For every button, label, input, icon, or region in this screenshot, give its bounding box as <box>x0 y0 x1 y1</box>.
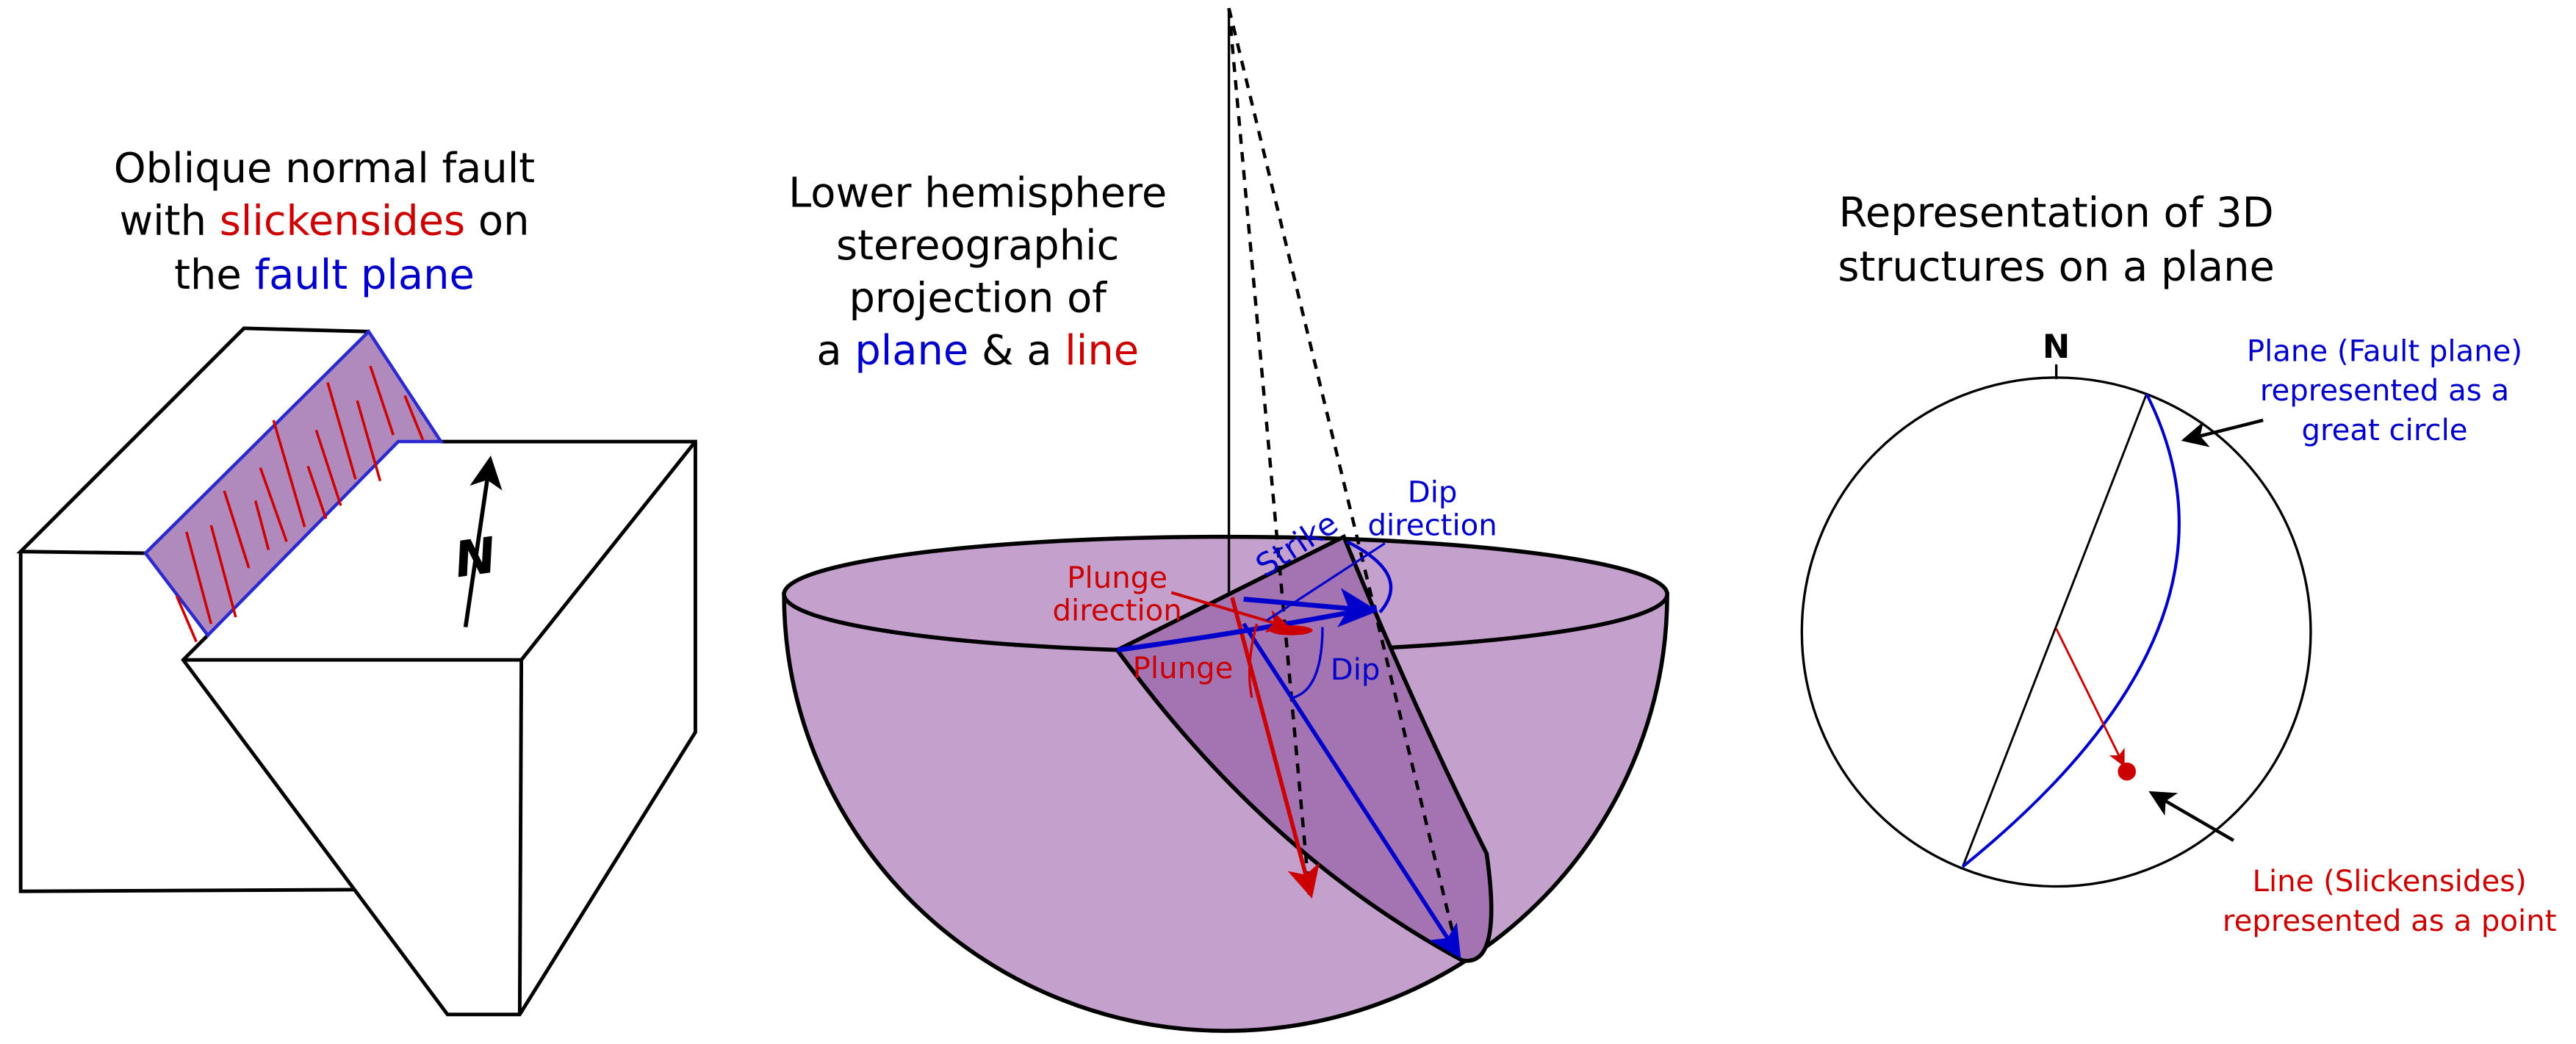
label-dip: Dip <box>1331 653 1381 687</box>
projection-rays <box>1227 7 1461 958</box>
middle-title-1: Lower hemisphere <box>788 170 1167 217</box>
middle-title-3: projection of <box>849 275 1107 323</box>
dip-direction-angle-arc <box>1346 540 1393 613</box>
line-pointer-arrow <box>2148 791 2235 842</box>
middle-title-2: stereographic <box>836 222 1119 270</box>
north-label-left: N <box>451 526 500 588</box>
plunge-angle-arc <box>1248 623 1259 698</box>
label-plunge-direction-1: Plunge <box>1067 561 1168 595</box>
dip-direction-arrow <box>1243 588 1378 627</box>
middle-title-4: a plane & a line <box>816 327 1139 375</box>
strike-line <box>1961 393 2148 868</box>
slickenside-striations <box>175 365 425 643</box>
pole-arrow <box>2055 628 2125 767</box>
right-title-2: structures on a plane <box>1838 243 2275 291</box>
label-dip-direction-2: direction <box>1368 508 1497 542</box>
dip-arrow <box>1242 622 1461 960</box>
fault-block-diagram: Oblique normal fault with slickensides o… <box>16 145 697 1017</box>
north-label-right: N <box>2043 328 2070 366</box>
plane-label-1: Plane (Fault plane) <box>2247 335 2522 369</box>
label-dip-direction-1: Dip <box>1408 476 1458 510</box>
left-title-2: with slickensides on <box>119 198 529 245</box>
plunge-point <box>1270 625 1313 636</box>
line-point <box>2118 762 2137 781</box>
left-title-3: the fault plane <box>174 251 475 299</box>
plane-label-2: represented as a <box>2260 374 2509 408</box>
stereographic-hemisphere: Lower hemisphere stereographic projectio… <box>782 7 1669 1033</box>
label-plunge-direction-2: direction <box>1053 594 1182 628</box>
plane-pointer-arrow <box>2181 418 2264 447</box>
stereonet: Representation of 3D structures on a pla… <box>1800 189 2557 938</box>
north-arrow-icon <box>463 456 503 627</box>
line-label-2: represented as a point <box>2223 904 2557 938</box>
label-plunge: Plunge <box>1133 652 1234 685</box>
plane-half-disc <box>1114 533 1494 963</box>
line-arrow <box>1230 597 1320 899</box>
plane-horizontal-trace <box>1117 605 1378 653</box>
dip-angle-arc <box>1292 627 1324 699</box>
plunge-direction-arrow <box>1170 591 1291 633</box>
dip-direction-leader <box>1266 542 1386 622</box>
fault-blocks <box>16 326 697 1017</box>
primitive-circle <box>1800 376 2312 888</box>
line-label-1: Line (Slickensides) <box>2253 865 2527 899</box>
plane-label-3: great circle <box>2301 414 2467 447</box>
great-circle <box>1962 393 2181 868</box>
right-title-1: Representation of 3D <box>1839 189 2274 237</box>
left-title-1: Oblique normal fault <box>114 145 536 192</box>
